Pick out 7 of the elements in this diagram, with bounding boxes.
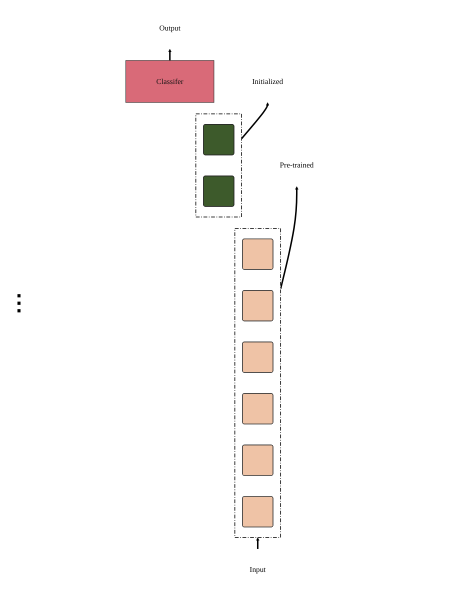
cluster bbox=[234, 228, 282, 538]
arrow bbox=[280, 186, 298, 289]
arrow bbox=[168, 48, 172, 60]
cluster bbox=[195, 113, 242, 217]
ellipsis-mark: ⋮ bbox=[8, 290, 30, 316]
arrow bbox=[241, 102, 270, 139]
arrow bbox=[256, 536, 260, 548]
